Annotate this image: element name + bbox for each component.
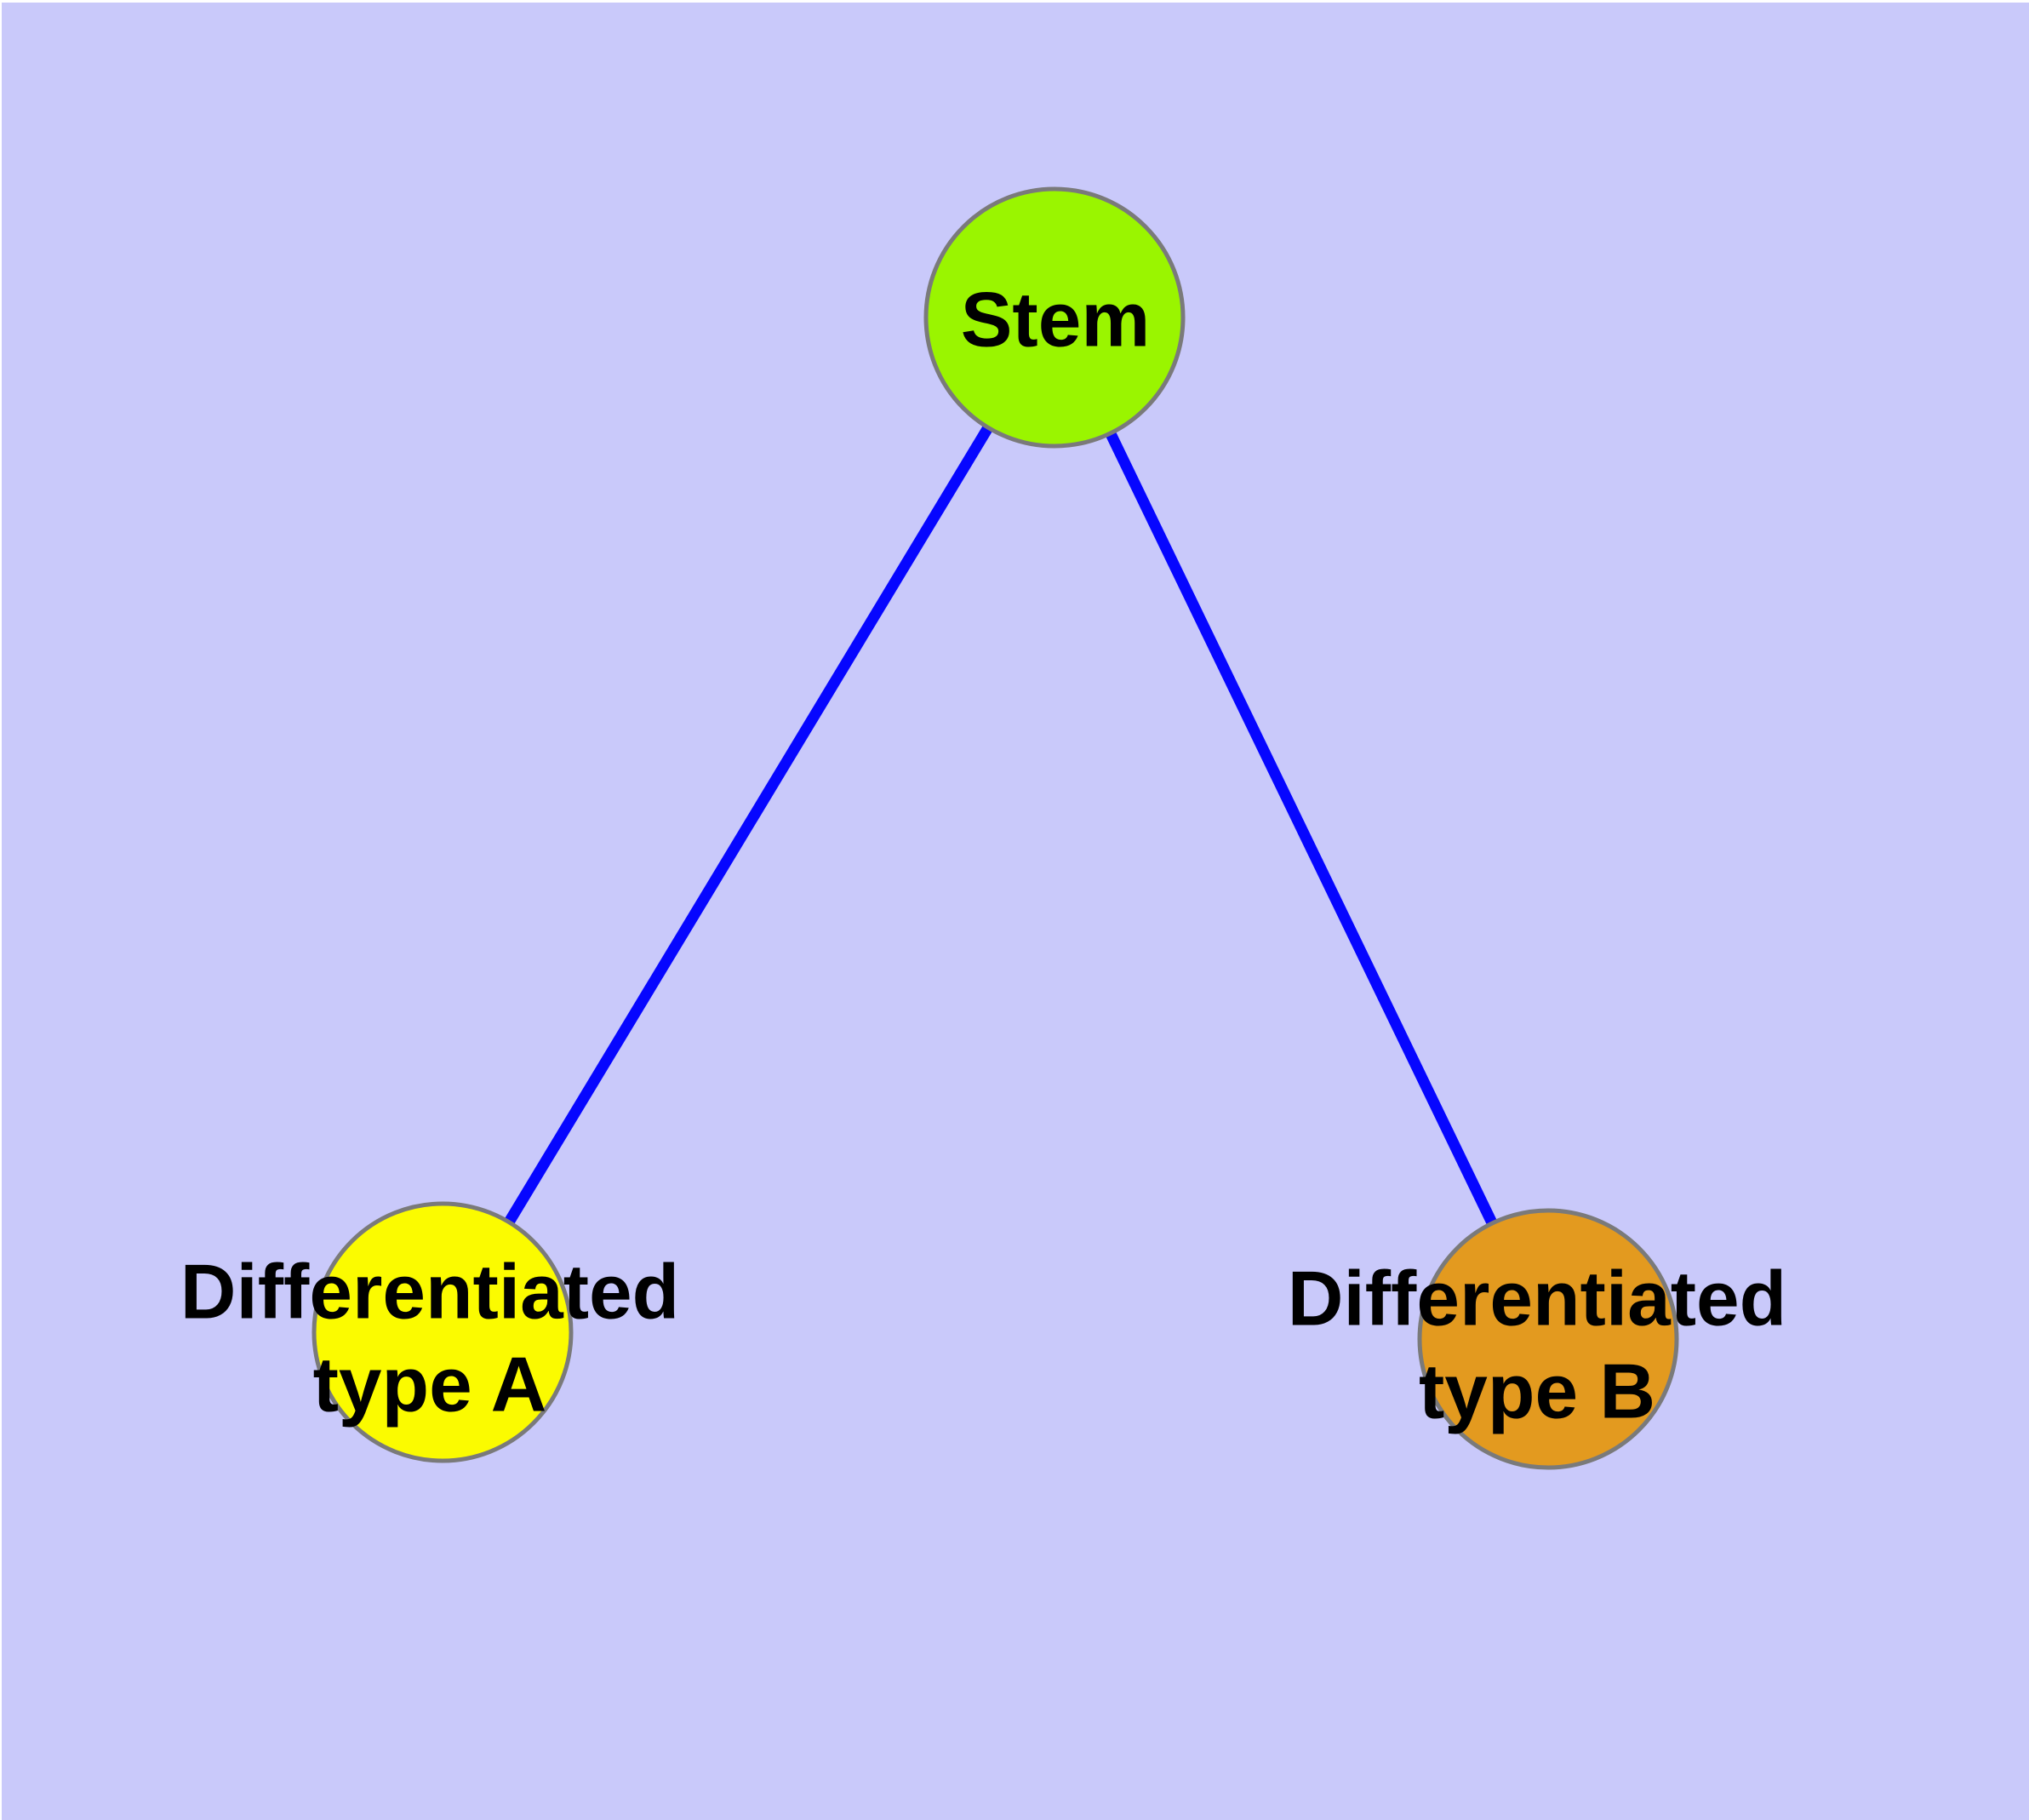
node-differentiated-type-b	[1417, 1208, 1679, 1470]
node-type-a-label-line2: type A	[313, 1342, 547, 1428]
edge-stem-to-type-a	[437, 314, 1060, 1336]
node-type-a-label-line1: Differentiated	[180, 1250, 680, 1336]
node-type-b-label-line1: Differentiated	[1288, 1256, 1787, 1342]
node-stem-label: Stem	[961, 278, 1151, 363]
node-type-b-label-line2: type B	[1419, 1349, 1655, 1435]
edge-stem-to-type-b	[1049, 315, 1553, 1342]
node-differentiated-type-a	[311, 1201, 574, 1463]
node-stem	[923, 186, 1186, 449]
